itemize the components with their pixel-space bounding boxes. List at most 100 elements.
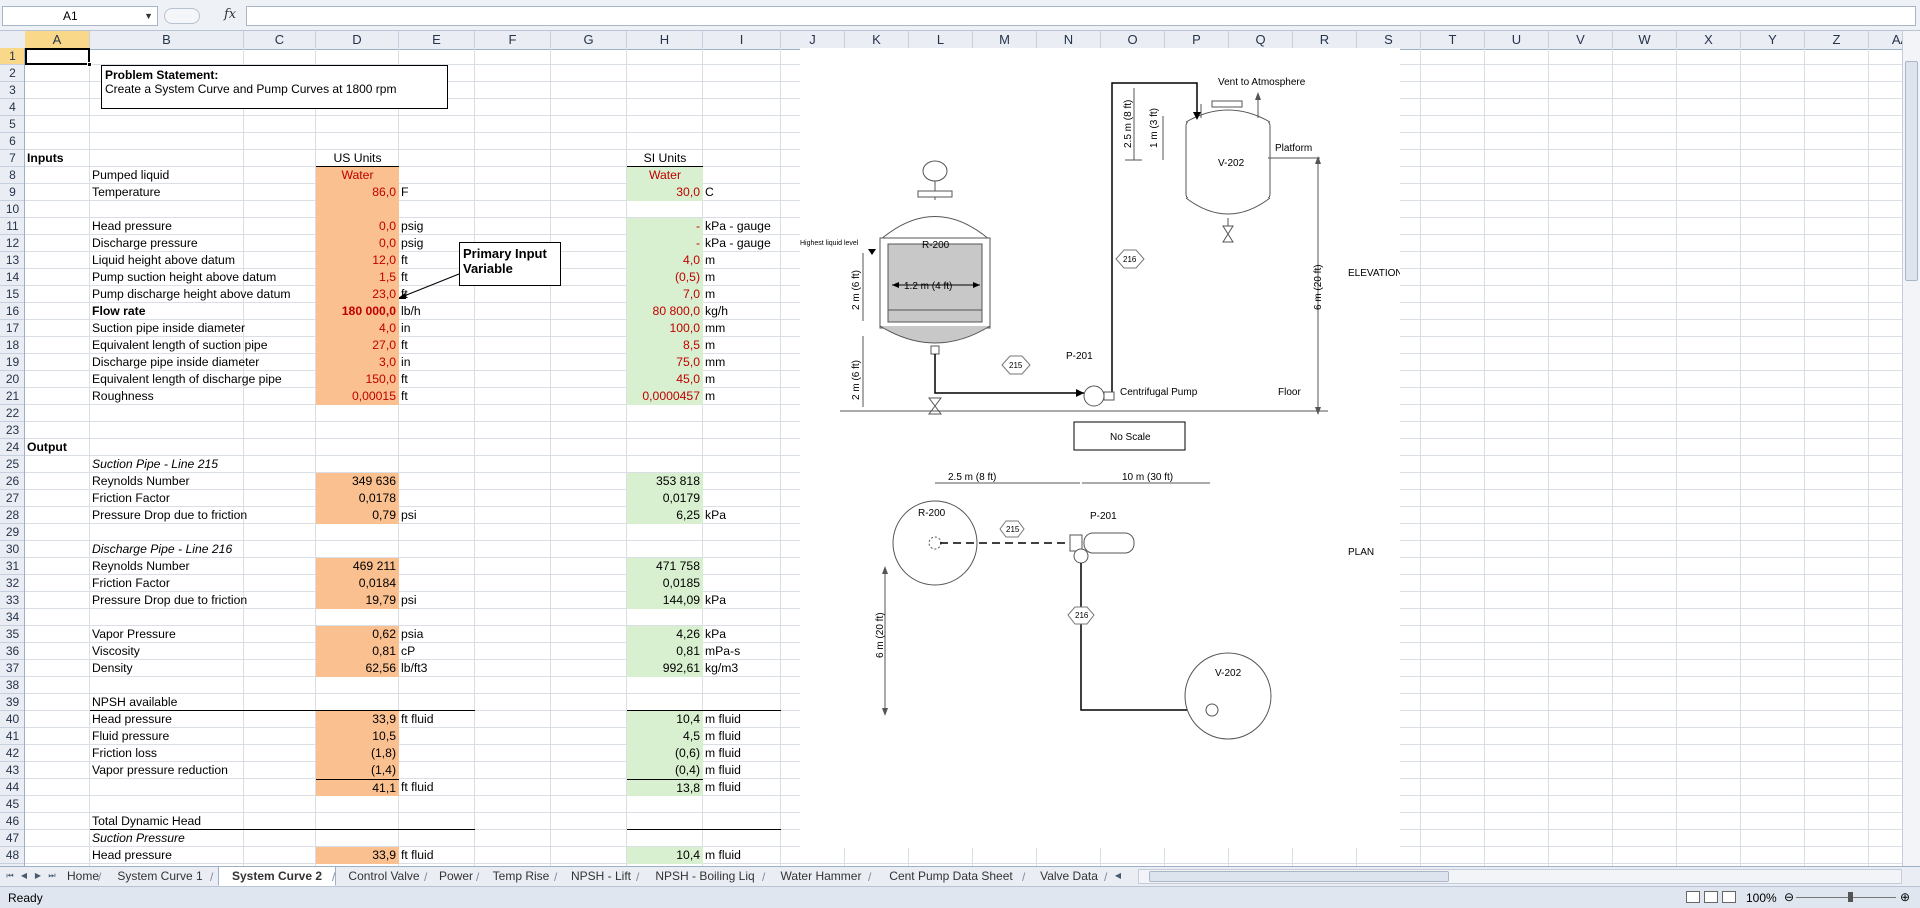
- chevron-down-icon[interactable]: ▼: [144, 11, 153, 21]
- column-header-s[interactable]: S: [1357, 31, 1421, 50]
- si-value[interactable]: 80 800,0: [627, 303, 703, 320]
- insert-function-icon[interactable]: fx: [224, 7, 237, 22]
- us-value[interactable]: 41,1: [316, 779, 399, 796]
- row-label[interactable]: Vapor Pressure: [92, 627, 176, 641]
- input-spacer[interactable]: [316, 201, 399, 218]
- row-label[interactable]: Pump suction height above datum: [92, 270, 277, 284]
- us-unit[interactable]: psig: [401, 236, 424, 250]
- row-label[interactable]: [90, 779, 320, 796]
- us-unit[interactable]: in: [401, 321, 411, 335]
- us-value[interactable]: 0,0184: [316, 575, 399, 592]
- si-unit[interactable]: [703, 473, 781, 490]
- us-unit[interactable]: [399, 473, 475, 490]
- row-header-30[interactable]: 30: [0, 541, 24, 558]
- si-value[interactable]: 75,0: [627, 354, 703, 371]
- si-value[interactable]: 0,0185: [627, 575, 703, 592]
- vertical-scrollbar[interactable]: [1902, 31, 1920, 866]
- us-value[interactable]: 0,79: [316, 507, 399, 524]
- si-value[interactable]: 45,0: [627, 371, 703, 388]
- si-value[interactable]: 30,0: [627, 184, 703, 201]
- us-value[interactable]: (1,4): [316, 762, 399, 779]
- zoom-in-icon[interactable]: ⊕: [1900, 890, 1911, 904]
- si-value[interactable]: 13,8: [627, 779, 703, 796]
- us-unit[interactable]: [399, 728, 475, 745]
- us-unit[interactable]: ft: [401, 338, 408, 352]
- us-value[interactable]: 23,0: [316, 286, 399, 303]
- us-value[interactable]: 0,62: [316, 626, 399, 643]
- column-header-r[interactable]: R: [1293, 31, 1357, 50]
- us-value[interactable]: 12,0: [316, 252, 399, 269]
- si-unit[interactable]: kPa: [705, 627, 727, 641]
- si-unit[interactable]: kPa - gauge: [705, 236, 771, 250]
- primary-input-callout[interactable]: Primary Input Variable: [459, 242, 561, 286]
- us-unit[interactable]: psia: [401, 627, 424, 641]
- row-header-5[interactable]: 5: [0, 116, 24, 133]
- row-header-39[interactable]: 39: [0, 694, 24, 711]
- us-unit[interactable]: psi: [401, 508, 417, 522]
- row-header-40[interactable]: 40: [0, 711, 24, 728]
- row-label[interactable]: NPSH available: [92, 695, 178, 709]
- us-unit[interactable]: ft: [401, 372, 408, 386]
- si-value[interactable]: 100,0: [627, 320, 703, 337]
- column-header-j[interactable]: J: [781, 31, 845, 50]
- row-header-10[interactable]: 10: [0, 201, 24, 218]
- page-layout-view-icon[interactable]: [1704, 891, 1718, 903]
- si-value[interactable]: 10,4: [627, 711, 703, 728]
- row-header-14[interactable]: 14: [0, 269, 24, 286]
- us-value[interactable]: 33,9: [316, 711, 399, 728]
- us-unit[interactable]: lb/h: [401, 304, 421, 318]
- input-spacer[interactable]: [316, 405, 399, 422]
- row-header-17[interactable]: 17: [0, 320, 24, 337]
- si-value[interactable]: -: [627, 235, 703, 252]
- si-unit[interactable]: m fluid: [705, 848, 741, 862]
- column-header-g[interactable]: G: [551, 31, 627, 50]
- row-header-4[interactable]: 4: [0, 99, 24, 116]
- us-unit[interactable]: [399, 558, 475, 575]
- us-unit[interactable]: [399, 167, 475, 184]
- sheet-tab-npsh-lift[interactable]: NPSH - Lift: [570, 869, 631, 883]
- column-header-i[interactable]: I: [703, 31, 781, 50]
- row-label[interactable]: Discharge Pipe - Line 216: [92, 542, 233, 556]
- si-value[interactable]: 0,0000457: [627, 388, 703, 405]
- us-units-heading[interactable]: US Units: [316, 150, 399, 167]
- si-value[interactable]: (0,4): [627, 762, 703, 779]
- vertical-scroll-thumb[interactable]: [1905, 61, 1918, 281]
- sheet-tab-power[interactable]: Power: [438, 869, 473, 883]
- us-unit[interactable]: ft fluid: [401, 780, 434, 794]
- sheet-tab-water-hammer[interactable]: Water Hammer: [780, 869, 862, 883]
- row-label[interactable]: Roughness: [92, 389, 154, 403]
- problem-statement-box[interactable]: Problem Statement: Create a System Curve…: [101, 65, 448, 109]
- row-header-37[interactable]: 37: [0, 660, 24, 677]
- row-header-9[interactable]: 9: [0, 184, 24, 201]
- column-header-w[interactable]: W: [1613, 31, 1677, 50]
- output-heading[interactable]: Output: [27, 440, 67, 454]
- si-value[interactable]: 0,0179: [627, 490, 703, 507]
- si-unit[interactable]: m fluid: [705, 729, 741, 743]
- us-value[interactable]: 0,00015: [316, 388, 399, 405]
- us-unit[interactable]: cP: [401, 644, 416, 658]
- us-value[interactable]: 62,56: [316, 660, 399, 677]
- us-value[interactable]: 469 211: [316, 558, 399, 575]
- row-label[interactable]: Equivalent length of discharge pipe: [92, 372, 282, 386]
- row-header-42[interactable]: 42: [0, 745, 24, 762]
- us-value[interactable]: 27,0: [316, 337, 399, 354]
- si-unit[interactable]: [703, 558, 781, 575]
- us-value[interactable]: 3,0: [316, 354, 399, 371]
- si-unit[interactable]: mm: [705, 355, 726, 369]
- us-value[interactable]: 33,9: [316, 847, 399, 864]
- row-label[interactable]: Friction loss: [92, 746, 158, 760]
- si-unit[interactable]: mm: [705, 321, 726, 335]
- row-header-43[interactable]: 43: [0, 762, 24, 779]
- si-unit[interactable]: [703, 575, 781, 592]
- si-value[interactable]: (0,6): [627, 745, 703, 762]
- si-unit[interactable]: m: [705, 372, 716, 386]
- row-header-22[interactable]: 22: [0, 405, 24, 422]
- si-value[interactable]: 353 818: [627, 473, 703, 490]
- row-header-41[interactable]: 41: [0, 728, 24, 745]
- si-unit[interactable]: m: [705, 270, 716, 284]
- us-value[interactable]: 0,0: [316, 235, 399, 252]
- column-header-m[interactable]: M: [973, 31, 1037, 50]
- row-header-16[interactable]: 16: [0, 303, 24, 320]
- next-sheet-icon[interactable]: ▶: [34, 871, 42, 880]
- sheet-tab-npsh-boiling-liq[interactable]: NPSH - Boiling Liq: [655, 869, 755, 883]
